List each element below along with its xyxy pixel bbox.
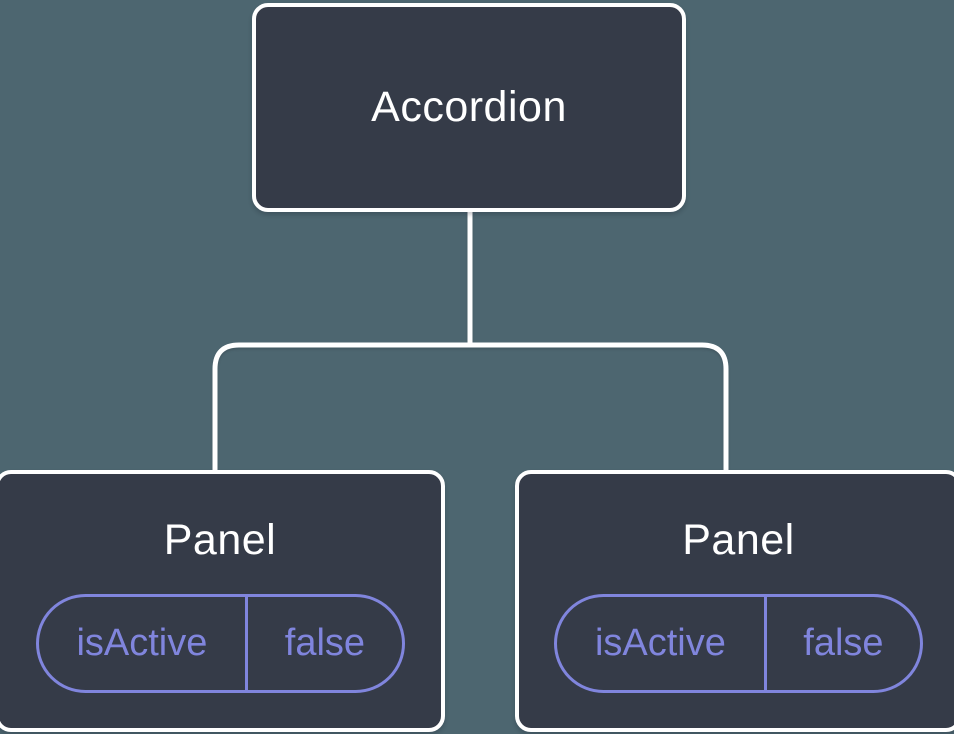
state-pill: isActive false [554,594,923,693]
state-key: isActive [557,597,767,690]
tree-node-accordion: Accordion [252,3,686,212]
tree-node-panel-2: Panel isActive false [515,470,954,732]
state-value: false [803,622,884,664]
state-pill: isActive false [35,594,405,693]
state-value: false [284,622,366,664]
connector-branch-bracket [212,342,729,474]
node-label: Accordion [371,83,567,131]
tree-node-panel-1: Panel isActive false [0,470,445,732]
node-label: Panel [163,516,277,564]
node-label: Panel [682,516,795,564]
state-key: isActive [39,597,249,690]
